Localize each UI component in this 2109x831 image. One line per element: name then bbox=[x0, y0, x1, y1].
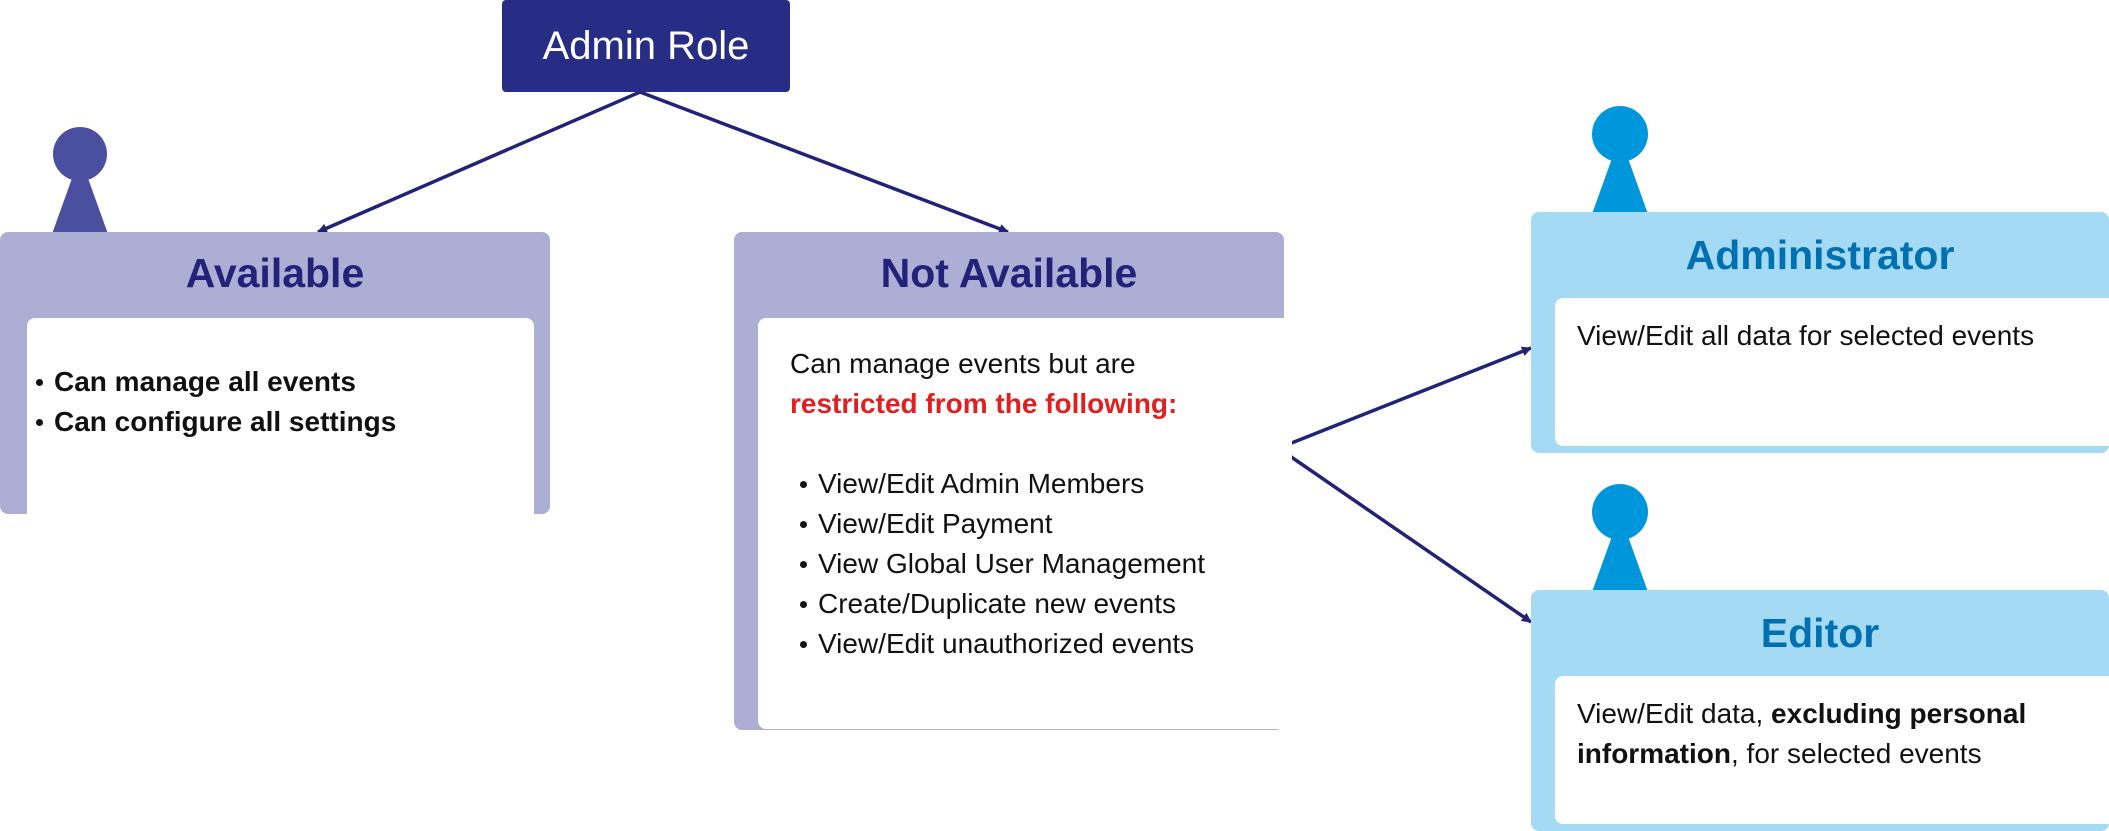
administrator-panel: Administrator View/Edit all data for sel… bbox=[1531, 212, 2109, 453]
person-icon bbox=[1584, 106, 1656, 216]
list-item: View/Edit unauthorized events bbox=[798, 624, 1292, 664]
arrow-root-to-available bbox=[317, 90, 641, 234]
editor-desc-suffix: , for selected events bbox=[1731, 738, 1982, 769]
person-icon bbox=[1584, 484, 1656, 594]
administrator-content: View/Edit all data for selected events bbox=[1555, 298, 2109, 446]
not-available-content: Can manage events but are restricted fro… bbox=[758, 318, 1292, 729]
admin-role-box: Admin Role bbox=[502, 0, 790, 92]
not-available-intro: Can manage events but are bbox=[790, 348, 1136, 379]
available-list: Can manage all events Can configure all … bbox=[34, 362, 534, 442]
available-content: Can manage all events Can configure all … bbox=[27, 318, 534, 538]
admin-role-label: Admin Role bbox=[542, 23, 750, 68]
person-icon bbox=[44, 126, 116, 236]
editor-desc-bold: excluding personal information bbox=[1577, 698, 2027, 769]
administrator-description: View/Edit all data for selected events bbox=[1577, 320, 2035, 351]
list-item: Can manage all events bbox=[34, 362, 534, 402]
editor-panel: Editor View/Edit data, excluding persona… bbox=[1531, 590, 2109, 831]
available-panel: Available Can manage all events Can conf… bbox=[0, 232, 550, 538]
editor-title: Editor bbox=[1760, 610, 1880, 656]
not-available-title: Not Available bbox=[880, 250, 1138, 296]
administrator-title: Administrator bbox=[1685, 232, 1955, 278]
restricted-text: restricted from the following: bbox=[790, 388, 1178, 419]
not-available-panel: Not Available Can manage events but are … bbox=[734, 232, 1292, 730]
list-item: View/Edit Payment bbox=[798, 504, 1292, 544]
list-item: View/Edit Admin Members bbox=[798, 464, 1292, 504]
arrow-not-available-to-administrator bbox=[1283, 346, 1532, 448]
editor-desc-prefix: View/Edit data, bbox=[1577, 698, 1772, 729]
list-item: Can configure all settings bbox=[34, 402, 534, 442]
editor-description: View/Edit data, excluding personal infor… bbox=[1577, 694, 2107, 774]
editor-content: View/Edit data, excluding personal infor… bbox=[1555, 676, 2109, 824]
restricted-list: View/Edit Admin Members View/Edit Paymen… bbox=[790, 464, 1292, 664]
list-item: View Global User Management bbox=[798, 544, 1292, 584]
available-title: Available bbox=[185, 250, 365, 296]
arrow-not-available-to-editor bbox=[1283, 450, 1532, 624]
list-item: Create/Duplicate new events bbox=[798, 584, 1292, 624]
arrow-root-to-not-available bbox=[639, 90, 1009, 234]
